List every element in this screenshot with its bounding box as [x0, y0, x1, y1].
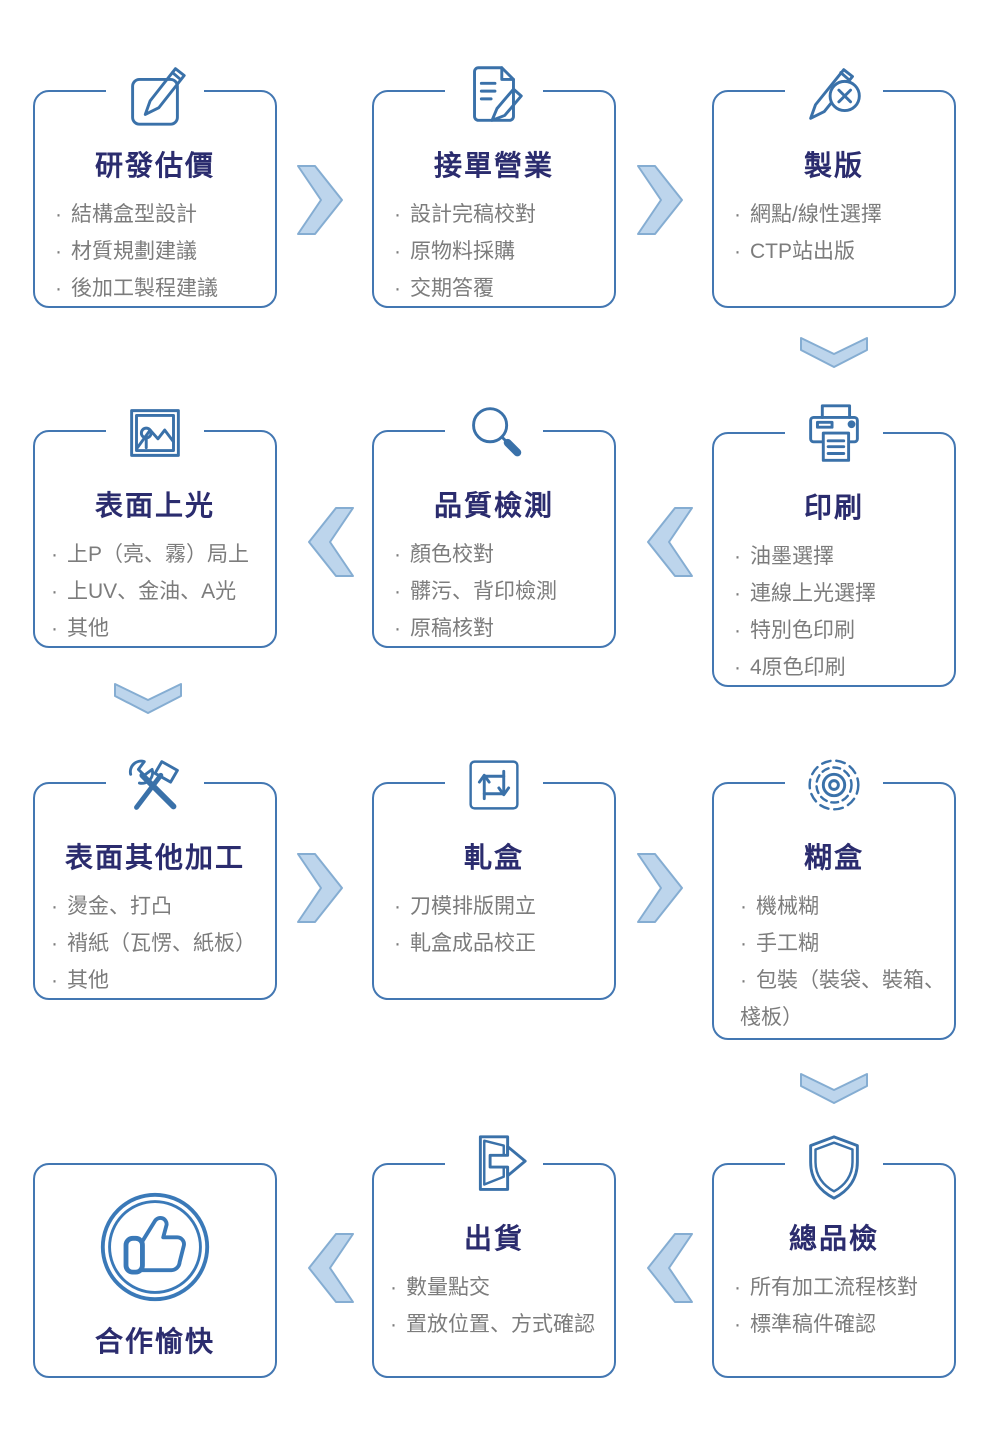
card-surface-coating: 表面上光 上P（亮、霧）局上 上UV、金油、A光 其他: [33, 396, 277, 648]
card-box-gluing: 糊盒 機械糊 手工糊 包裝（裝袋、裝箱、棧板）: [712, 748, 956, 1040]
printer-icon: [785, 398, 883, 472]
card-item: CTP站出版: [734, 233, 946, 270]
flow-arrow-right-icon: [636, 852, 684, 924]
card-item: 其他: [51, 962, 267, 999]
card-items: 顏色校對 髒污、背印檢測 原稿核對: [374, 536, 614, 647]
flow-arrow-down-icon: [113, 682, 183, 716]
flow-arrow-down-icon: [799, 336, 869, 370]
card-item: 特別色印刷: [734, 612, 946, 649]
card-item: 刀模排版開立: [394, 888, 606, 925]
card-item: 軋盒成品校正: [394, 925, 606, 962]
card-item: 其他: [51, 610, 267, 647]
card-items: 數量點交 置放位置、方式確認: [374, 1269, 614, 1343]
flow-arrow-right-icon: [296, 164, 344, 236]
card-title: 糊盒: [803, 842, 864, 873]
card-item: 所有加工流程核對: [734, 1269, 946, 1306]
card-title: 表面其他加工: [64, 842, 245, 873]
card-item: 燙金、打凸: [51, 888, 267, 925]
card-items: 刀模排版開立 軋盒成品校正: [374, 888, 614, 962]
image-icon: [106, 396, 204, 470]
card-happy-cooperation: 合作愉快: [33, 1163, 277, 1378]
card-item: 髒污、背印檢測: [394, 573, 606, 610]
card-title: 研發估價: [94, 150, 215, 181]
card-plate-making: 製版 網點/線性選擇 CTP站出版: [712, 56, 956, 308]
pencil-x-icon: [785, 56, 883, 134]
flow-arrow-right-icon: [636, 164, 684, 236]
card-items: 油墨選擇 連線上光選擇 特別色印刷 4原色印刷: [714, 538, 954, 686]
card-printing: 印刷 油墨選擇 連線上光選擇 特別色印刷 4原色印刷: [712, 398, 956, 687]
card-items: 設計完稿校對 原物料採購 交期答覆: [374, 196, 614, 307]
flow-arrow-down-icon: [799, 1072, 869, 1106]
card-title: 製版: [803, 150, 864, 181]
card-item: 機械糊: [740, 888, 946, 925]
card-title: 接單營業: [433, 150, 554, 181]
flow-arrow-right-icon: [296, 852, 344, 924]
document-pencil-icon: [445, 56, 543, 134]
card-title: 印刷: [803, 492, 864, 523]
concentric-circles-icon: [785, 748, 883, 822]
loop-arrows-icon: [445, 748, 543, 822]
card-items: 結構盒型設計 材質規劃建議 後加工製程建議: [35, 196, 275, 307]
card-items: 燙金、打凸 褙紙（瓦愣、紙板） 其他: [35, 888, 275, 999]
thumbs-up-icon: [97, 1189, 213, 1305]
card-title: 出貨: [463, 1223, 524, 1254]
card-items: 上P（亮、霧）局上 上UV、金油、A光 其他: [35, 536, 275, 647]
shield-icon: [785, 1129, 883, 1207]
pencil-square-icon: [106, 56, 204, 134]
card-order-sales: 接單營業 設計完稿校對 原物料採購 交期答覆: [372, 56, 616, 308]
card-item: 後加工製程建議: [55, 270, 267, 307]
card-item: 數量點交: [390, 1269, 606, 1306]
card-items: 所有加工流程核對 標準稿件確認: [714, 1269, 954, 1343]
card-item: 包裝（裝袋、裝箱、棧板）: [740, 962, 946, 1036]
card-title: 合作愉快: [94, 1326, 215, 1357]
card-item: 結構盒型設計: [55, 196, 267, 233]
card-items: 網點/線性選擇 CTP站出版: [714, 196, 954, 270]
card-shipping: 出貨 數量點交 置放位置、方式確認: [372, 1129, 616, 1378]
card-item: 網點/線性選擇: [734, 196, 946, 233]
card-item: 褙紙（瓦愣、紙板）: [51, 925, 267, 962]
card-final-inspection: 總品檢 所有加工流程核對 標準稿件確認: [712, 1129, 956, 1378]
card-item: 標準稿件確認: [734, 1306, 946, 1343]
card-title: 總品檢: [788, 1223, 879, 1254]
card-item: 原物料採購: [394, 233, 606, 270]
tools-icon: [106, 748, 204, 822]
card-items: 機械糊 手工糊 包裝（裝袋、裝箱、棧板）: [714, 888, 954, 1036]
card-item: 設計完稿校對: [394, 196, 606, 233]
card-title: 軋盒: [463, 842, 524, 873]
card-item: 原稿核對: [394, 610, 606, 647]
card-title: 品質檢測: [433, 490, 554, 521]
card-item: 置放位置、方式確認: [390, 1306, 606, 1343]
card-other-surface-finishing: 表面其他加工 燙金、打凸 褙紙（瓦愣、紙板） 其他: [33, 748, 277, 1000]
card-rd-estimate: 研發估價 結構盒型設計 材質規劃建議 後加工製程建議: [33, 56, 277, 308]
flow-arrow-left-icon: [646, 1232, 694, 1304]
card-item: 油墨選擇: [734, 538, 946, 575]
flow-arrow-left-icon: [646, 506, 694, 578]
flow-arrow-left-icon: [307, 1232, 355, 1304]
card-item: 上P（亮、霧）局上: [51, 536, 267, 573]
magnifier-icon: [445, 396, 543, 470]
card-item: 手工糊: [740, 925, 946, 962]
card-item: 4原色印刷: [734, 649, 946, 686]
card-item: 交期答覆: [394, 270, 606, 307]
card-item: 上UV、金油、A光: [51, 573, 267, 610]
card-item: 材質規劃建議: [55, 233, 267, 270]
flow-arrow-left-icon: [307, 506, 355, 578]
card-title: 表面上光: [94, 490, 215, 521]
card-item: 顏色校對: [394, 536, 606, 573]
card-die-cutting: 軋盒 刀模排版開立 軋盒成品校正: [372, 748, 616, 1000]
card-quality-inspection: 品質檢測 顏色校對 髒污、背印檢測 原稿核對: [372, 396, 616, 648]
exit-arrow-icon: [445, 1129, 543, 1207]
card-item: 連線上光選擇: [734, 575, 946, 612]
